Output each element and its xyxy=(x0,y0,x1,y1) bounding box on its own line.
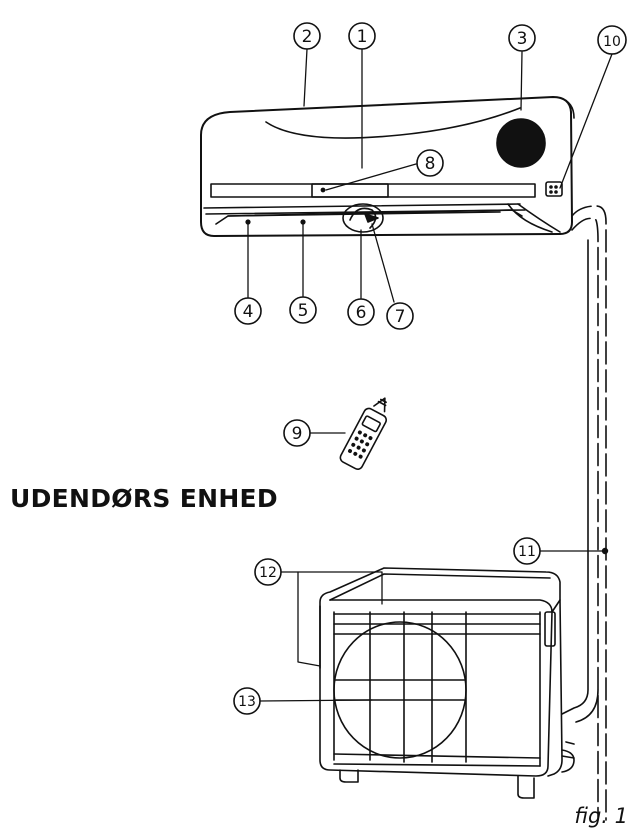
svg-text:13: 13 xyxy=(238,694,256,710)
svg-text:3: 3 xyxy=(517,29,528,49)
callout-7: 7 xyxy=(386,302,414,330)
svg-text:5: 5 xyxy=(298,301,309,321)
vane-knob-icon xyxy=(342,203,384,233)
callout-3: 3 xyxy=(508,24,536,52)
svg-text:10: 10 xyxy=(603,34,621,50)
svg-text:2: 2 xyxy=(302,27,313,47)
callout-4: 4 xyxy=(234,297,262,325)
svg-text:12: 12 xyxy=(259,565,277,581)
refrigerant-pipe xyxy=(561,205,609,821)
callout-10: 10 xyxy=(597,25,627,55)
outdoor-unit-icon xyxy=(319,567,575,799)
indoor-unit-icon xyxy=(200,96,575,237)
callout-1: 1 xyxy=(348,22,376,50)
indicator-circle xyxy=(496,118,546,168)
callout-6: 6 xyxy=(347,298,375,326)
remote-control-icon xyxy=(339,397,388,470)
callout-5: 5 xyxy=(289,296,317,324)
display-window xyxy=(311,183,389,198)
svg-text:6: 6 xyxy=(356,303,367,323)
callout-2: 2 xyxy=(293,22,321,50)
callout-12: 12 xyxy=(254,558,282,586)
svg-text:4: 4 xyxy=(243,302,254,322)
sensor-icon xyxy=(545,181,563,197)
svg-text:9: 9 xyxy=(292,424,303,444)
svg-text:1: 1 xyxy=(357,27,368,47)
callout-13: 13 xyxy=(233,687,261,715)
outdoor-unit-heading: UDENDØRS ENHED xyxy=(10,484,278,513)
figure-caption: fig. 1 xyxy=(574,804,628,828)
svg-text:8: 8 xyxy=(425,154,436,174)
callout-11: 11 xyxy=(513,537,541,565)
callout-labels: 2 1 3 10 8 4 5 6 7 9 11 12 13 xyxy=(233,22,627,715)
callout-8: 8 xyxy=(416,149,444,177)
svg-text:7: 7 xyxy=(395,307,406,327)
svg-text:11: 11 xyxy=(518,544,536,560)
leader-lines xyxy=(247,48,613,702)
callout-9: 9 xyxy=(283,419,311,447)
